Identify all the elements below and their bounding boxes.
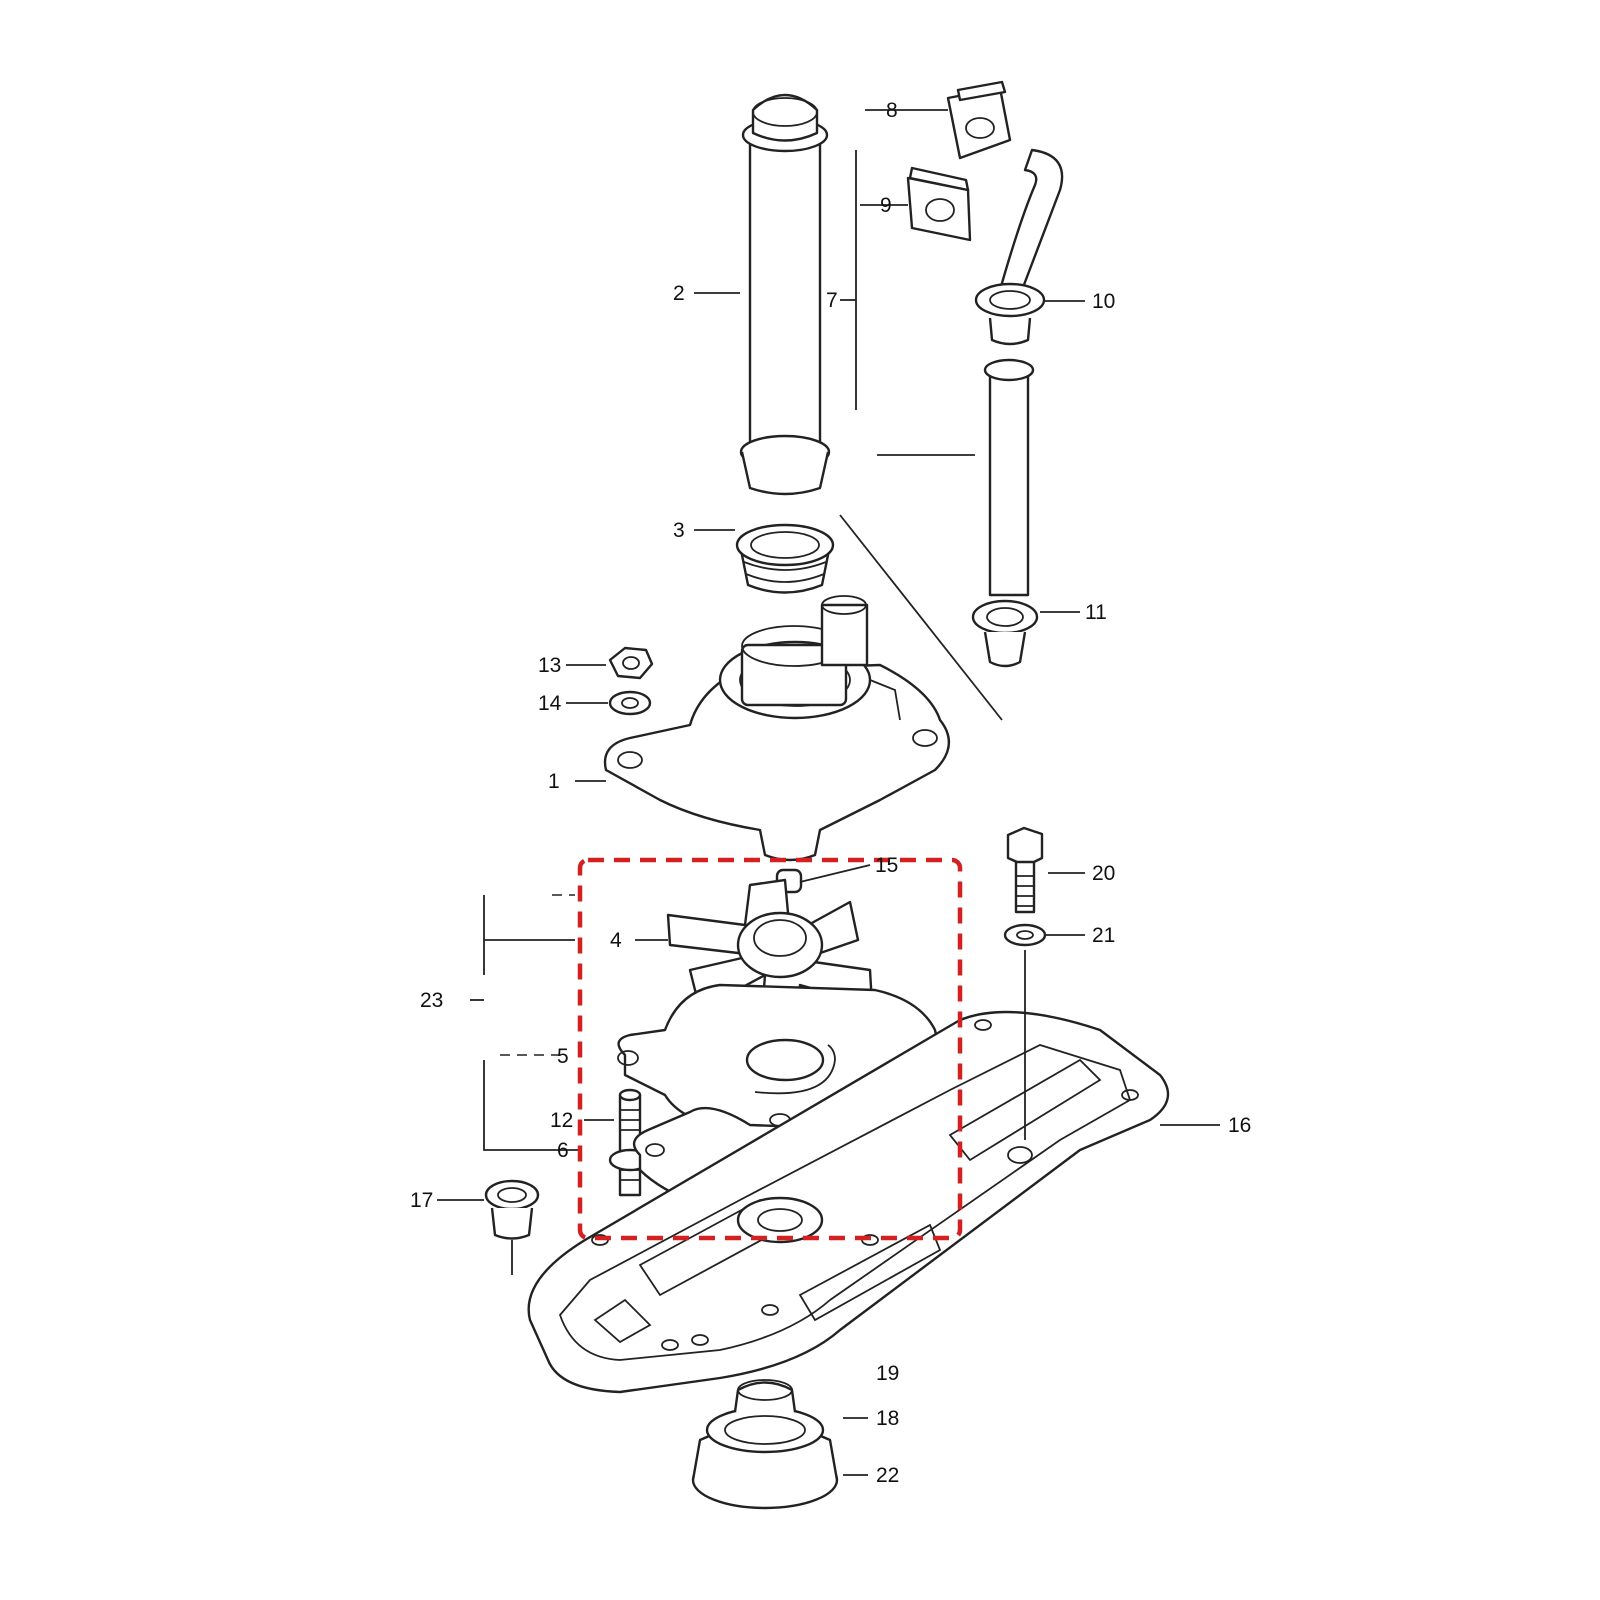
callout-18: 18 (876, 1407, 899, 1430)
washer-part (608, 690, 652, 716)
callout-19: 19 (876, 1362, 899, 1385)
callout-11: 11 (1085, 601, 1107, 624)
leader-lines (437, 109, 1220, 1476)
callout-15: 15 (875, 854, 898, 877)
callout-17: 17 (410, 1189, 433, 1212)
callout-16: 16 (1228, 1114, 1251, 1137)
tube-grommet-part (735, 523, 835, 594)
water-tube-part (739, 93, 831, 496)
callout-7: 7 (826, 289, 838, 312)
hose-part (974, 148, 1064, 597)
callout-21: 21 (1092, 924, 1115, 947)
callout-10: 10 (1092, 290, 1115, 313)
callout-3: 3 (673, 519, 685, 542)
base-plate-part (527, 1010, 1170, 1394)
pump-housing-part (603, 595, 950, 862)
callout-13: 13 (538, 654, 561, 677)
callout-9: 9 (880, 194, 892, 217)
callout-2: 2 (673, 282, 685, 305)
callout-6: 6 (557, 1139, 569, 1162)
bolt-washer-part (1003, 923, 1047, 947)
seal-9-part (906, 166, 972, 242)
callout-23: 23 (420, 989, 443, 1012)
callout-labels: 1 2 3 4 5 6 7 8 9 10 11 12 13 14 15 16 1… (410, 99, 1251, 1487)
callout-12: 12 (550, 1109, 573, 1132)
seal-8-part (946, 80, 1012, 160)
plug-grommet-part (484, 1179, 540, 1240)
bolt-part (1006, 826, 1044, 914)
callout-5: 5 (557, 1045, 569, 1068)
callout-22: 22 (876, 1464, 899, 1487)
nut-part (608, 646, 654, 680)
callout-4: 4 (610, 929, 622, 952)
lower-seal-stack-part (691, 1379, 839, 1510)
callout-8: 8 (886, 99, 898, 122)
hose-grommet-part (971, 599, 1039, 668)
highlight-box (577, 857, 963, 1241)
callout-20: 20 (1092, 862, 1115, 885)
callout-1: 1 (548, 770, 560, 793)
callout-14: 14 (538, 692, 562, 715)
